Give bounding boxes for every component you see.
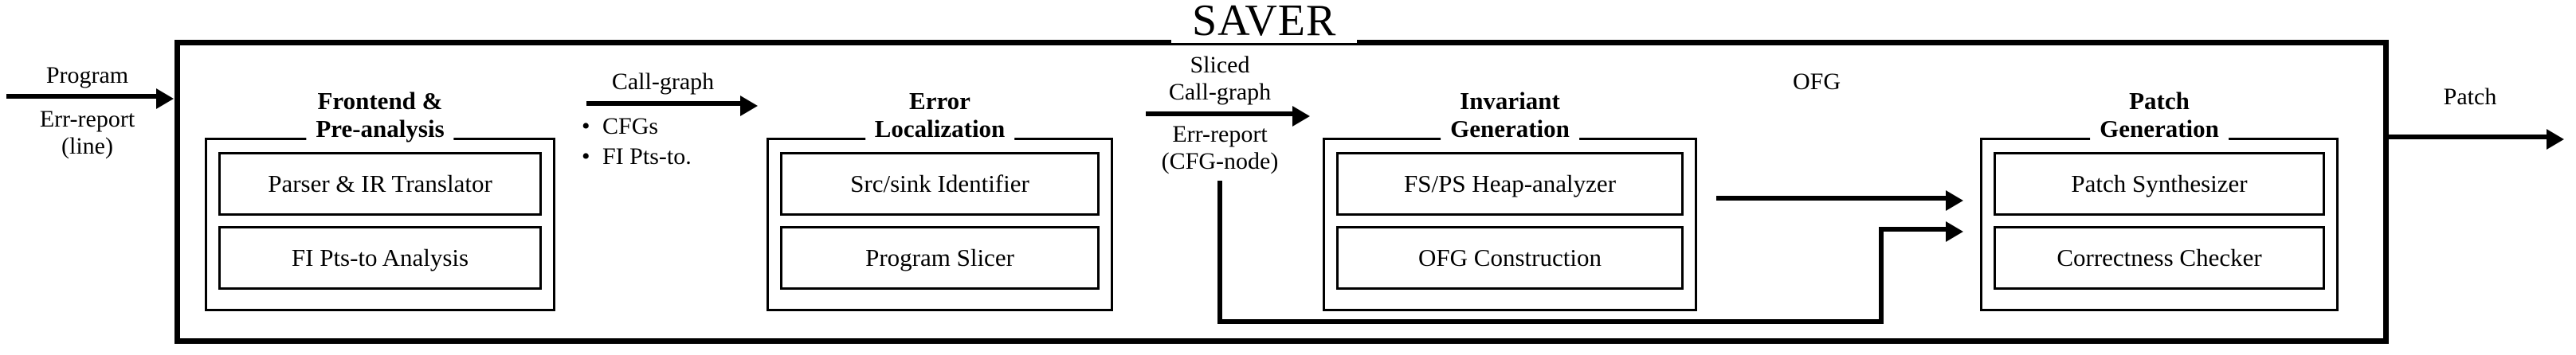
input-arrow-line	[6, 94, 158, 99]
connector-2-label-sliced: Sliced	[1190, 52, 1250, 78]
arrow-right-icon	[740, 96, 758, 116]
connector-3-arrow-line	[1716, 196, 1947, 201]
arrow-right-icon	[2547, 129, 2564, 150]
module-title-line2: Generation	[2100, 115, 2219, 142]
module-title-line1: Frontend &	[317, 87, 443, 115]
module-title-line1: Error	[909, 87, 970, 115]
module-title-line1: Invariant	[1460, 87, 1560, 115]
connector-2-label-err-report: Err-report	[1172, 121, 1268, 147]
feedback-route-arrow-line	[1879, 227, 1947, 232]
connector-2-label-cfg-node: (CFG-node)	[1161, 148, 1279, 174]
component-correctness-checker[interactable]: Correctness Checker	[1994, 226, 2325, 290]
module-title-invariant-generation: Invariant Generation	[1441, 87, 1579, 142]
connector-2-label-call-graph: Call-graph	[1168, 79, 1272, 105]
component-fi-pts-to-analysis[interactable]: FI Pts-to Analysis	[218, 226, 542, 290]
arrow-right-icon	[1292, 106, 1310, 127]
arrow-right-icon	[1946, 221, 1963, 242]
feedback-route-horizontal	[1217, 319, 1884, 324]
list-item: • FI Pts-to.	[582, 142, 692, 172]
arrow-right-icon	[156, 88, 174, 109]
connector-1-arrow-line	[586, 101, 742, 106]
component-fs-ps-heap-analyzer[interactable]: FS/PS Heap-analyzer	[1336, 152, 1684, 216]
arrow-right-icon	[1946, 190, 1963, 211]
module-error-localization[interactable]: Error Localization Src/sink Identifier P…	[767, 87, 1113, 311]
module-title-error-localization: Error Localization	[865, 87, 1015, 142]
module-frontend-pre-analysis[interactable]: Frontend & Pre-analysis Parser & IR Tran…	[205, 87, 555, 311]
connector-1-label-call-graph: Call-graph	[611, 68, 715, 95]
connector-2-arrow-line	[1146, 111, 1294, 116]
module-patch-generation[interactable]: Patch Generation Patch Synthesizer Corre…	[1980, 87, 2339, 311]
bullet-label: CFGs	[602, 113, 659, 139]
input-label-program: Program	[45, 62, 129, 88]
output-arrow-line	[2387, 135, 2548, 139]
component-patch-synthesizer[interactable]: Patch Synthesizer	[1994, 152, 2325, 216]
input-label-err-report: Err-report	[39, 106, 135, 132]
module-title-patch-generation: Patch Generation	[2090, 87, 2229, 142]
connector-1-bullet-list: • CFGs • FI Pts-to.	[582, 111, 692, 172]
module-title-line1: Patch	[2129, 87, 2190, 115]
input-label-err-report-line: (line)	[61, 133, 113, 159]
component-parser-ir-translator[interactable]: Parser & IR Translator	[218, 152, 542, 216]
component-ofg-construction[interactable]: OFG Construction	[1336, 226, 1684, 290]
feedback-route-vertical-down	[1217, 181, 1222, 324]
component-src-sink-identifier[interactable]: Src/sink Identifier	[780, 152, 1100, 216]
module-title-frontend-pre-analysis: Frontend & Pre-analysis	[306, 87, 454, 142]
feedback-route-vertical-up	[1879, 227, 1884, 324]
module-title-line2: Localization	[874, 115, 1006, 142]
bullet-label: FI Pts-to.	[602, 143, 692, 170]
page-title: SAVER	[1171, 0, 1358, 43]
bullet-icon: •	[582, 113, 590, 139]
connector-3-label-ofg: OFG	[1792, 68, 1841, 95]
module-title-line2: Pre-analysis	[316, 115, 445, 142]
bullet-icon: •	[582, 143, 590, 170]
module-invariant-generation[interactable]: Invariant Generation FS/PS Heap-analyzer…	[1323, 87, 1697, 311]
output-label-patch: Patch	[2443, 84, 2497, 110]
module-title-line2: Generation	[1450, 115, 1570, 142]
component-program-slicer[interactable]: Program Slicer	[780, 226, 1100, 290]
list-item: • CFGs	[582, 111, 692, 142]
